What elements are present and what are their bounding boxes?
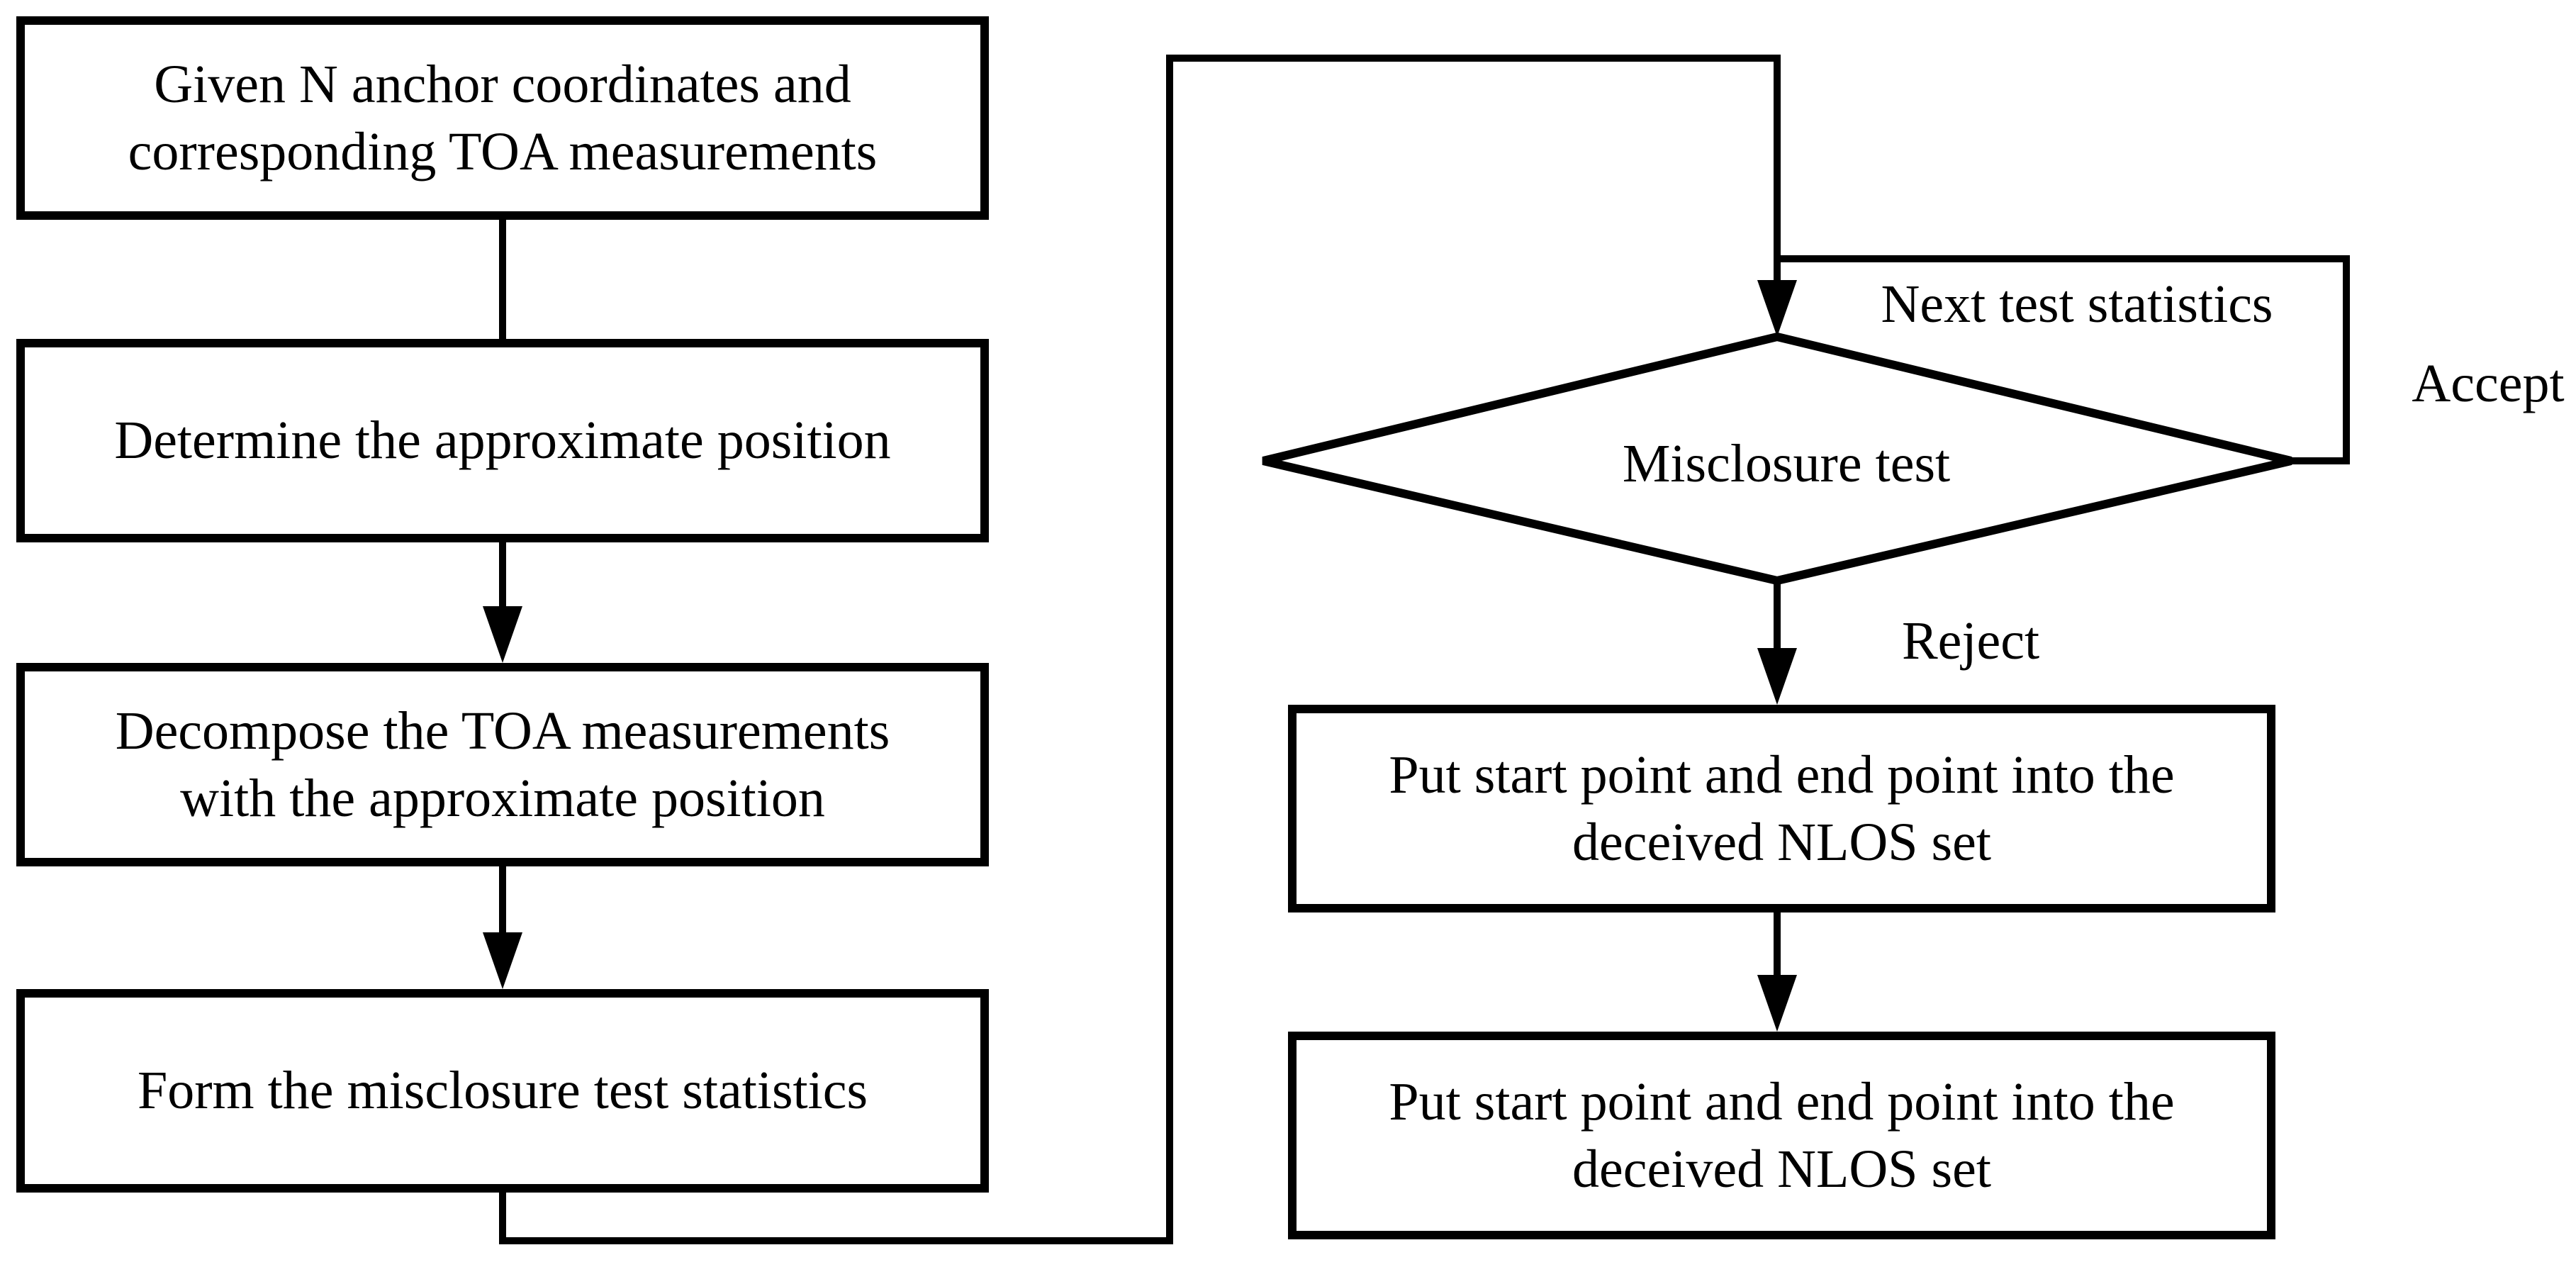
result-box-deceived-nlos-1: Put start point and end point into the d… (1288, 705, 2275, 912)
process-box-determine-position: Determine the approximate position (16, 339, 989, 542)
arrowhead-into-diamond-icon (1757, 280, 1797, 337)
connector-accept-loop (1777, 255, 2350, 464)
process-box-decompose: Decompose the TOA measurements with the … (16, 663, 989, 866)
edge-label-accept: Accept (2412, 354, 2565, 414)
connector-form-to-diamond (499, 55, 1781, 1244)
result-box-deceived-nlos-2: Put start point and end point into the d… (1288, 1032, 2275, 1239)
edge-label-reject: Reject (1901, 611, 2040, 671)
result-box-deceived-nlos-1-line2: deceived NLOS set (1572, 812, 1991, 872)
arrowhead-into-decompose-icon (483, 606, 522, 663)
process-box-form-statistics: Form the misclosure test statistics (16, 989, 989, 1193)
edge-label-next-test-statistics: Next test statistics (1881, 274, 2273, 335)
result-box-deceived-nlos-1-line1: Put start point and end point into the (1389, 745, 2175, 805)
process-box-given: Given N anchor coordinates and correspon… (16, 16, 989, 220)
result-box-deceived-nlos-2-line1: Put start point and end point into the (1389, 1072, 2175, 1132)
arrowhead-into-nlos1-icon (1757, 648, 1797, 705)
decision-diamond-label: Misclosure test (1622, 434, 1951, 494)
process-box-given-line1: Given N anchor coordinates and (154, 55, 851, 115)
process-box-given-line2: corresponding TOA measurements (128, 121, 878, 182)
result-box-deceived-nlos-2-line2: deceived NLOS set (1572, 1139, 1991, 1199)
arrowhead-into-nlos2-icon (1757, 975, 1797, 1032)
process-box-determine-position-line1: Determine the approximate position (114, 411, 891, 471)
arrowhead-into-form-icon (483, 932, 522, 989)
process-box-decompose-line2: with the approximate position (180, 768, 825, 828)
process-box-form-statistics-line1: Form the misclosure test statistics (137, 1061, 868, 1121)
process-box-decompose-line1: Decompose the TOA measurements (115, 701, 890, 761)
